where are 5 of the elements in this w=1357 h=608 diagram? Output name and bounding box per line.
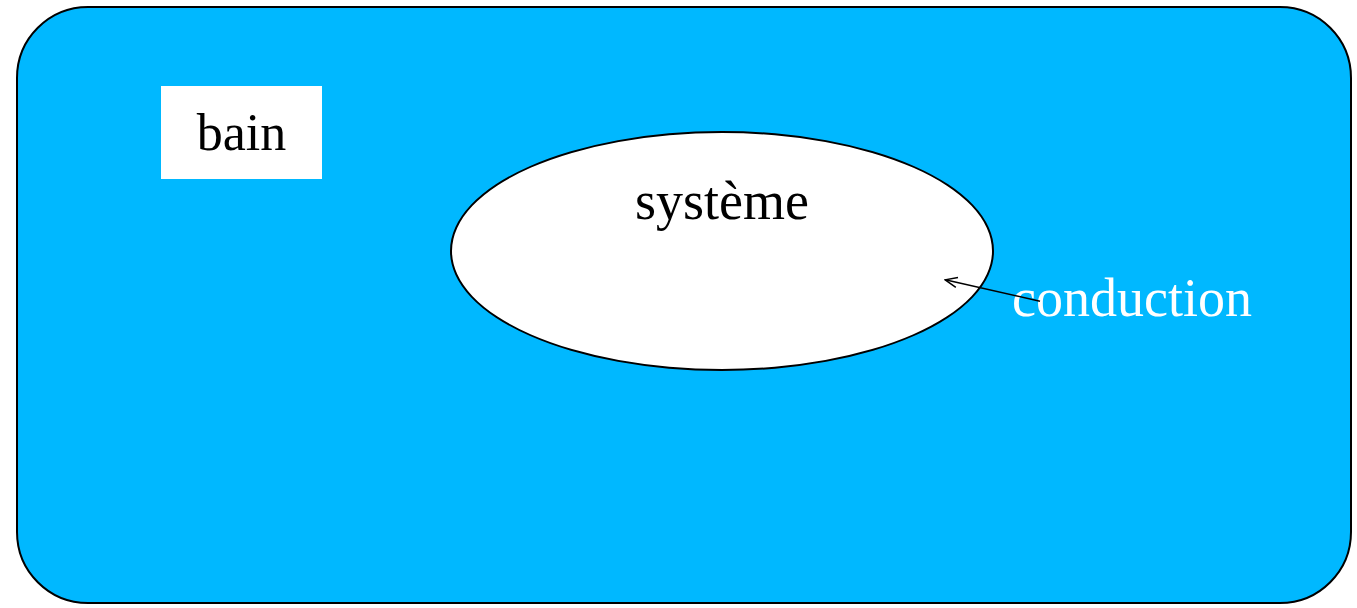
process-label: conduction — [1012, 266, 1252, 330]
bath-region — [16, 6, 1352, 604]
arrow — [944, 276, 1041, 302]
system-label: système — [634, 170, 810, 233]
region-label: bain — [161, 86, 322, 179]
